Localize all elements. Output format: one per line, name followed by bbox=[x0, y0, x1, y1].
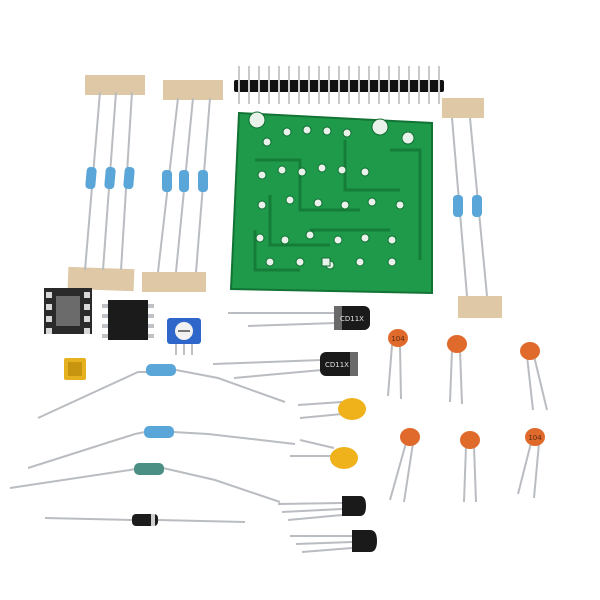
transistor-1 bbox=[277, 496, 366, 521]
electrolytic-cap-1-marking: CD11X bbox=[340, 315, 364, 323]
resistor-tape-set-right bbox=[442, 98, 502, 318]
ceramic-capacitor-3 bbox=[520, 342, 548, 411]
ic-socket bbox=[44, 288, 92, 334]
ceramic-capacitor-1: 104 bbox=[387, 329, 408, 400]
pin-header-strip bbox=[234, 66, 444, 104]
transistor-2 bbox=[290, 530, 377, 553]
ic-chip-dip8 bbox=[102, 300, 154, 340]
resistor-tape-set-left bbox=[67, 75, 145, 292]
loose-resistor-1 bbox=[37, 364, 286, 419]
jumper-cap bbox=[64, 358, 86, 380]
diode bbox=[44, 514, 246, 526]
loose-resistor-3 bbox=[9, 463, 281, 503]
ceramic-capacitor-2 bbox=[447, 335, 467, 405]
electrolytic-capacitor-1: CD11X bbox=[228, 306, 370, 330]
pcb-board bbox=[229, 111, 433, 295]
tantalum-capacitor-1 bbox=[297, 398, 366, 420]
tantalum-capacitor-2 bbox=[290, 439, 358, 469]
electrolytic-cap-2-marking: CD11X bbox=[325, 361, 349, 369]
loose-resistor-2 bbox=[27, 426, 296, 469]
ceramic-cap-1-marking: 104 bbox=[391, 335, 405, 343]
ceramic-capacitor-4 bbox=[389, 428, 420, 503]
electrolytic-capacitor-2: CD11X bbox=[212, 352, 358, 379]
ceramic-capacitor-6: 104 bbox=[517, 428, 545, 499]
trimmer-potentiometer bbox=[167, 318, 201, 355]
ceramic-capacitor-5 bbox=[460, 431, 480, 503]
resistor-tape-set-middle bbox=[142, 80, 223, 292]
ceramic-cap-6-marking: 104 bbox=[528, 434, 542, 442]
